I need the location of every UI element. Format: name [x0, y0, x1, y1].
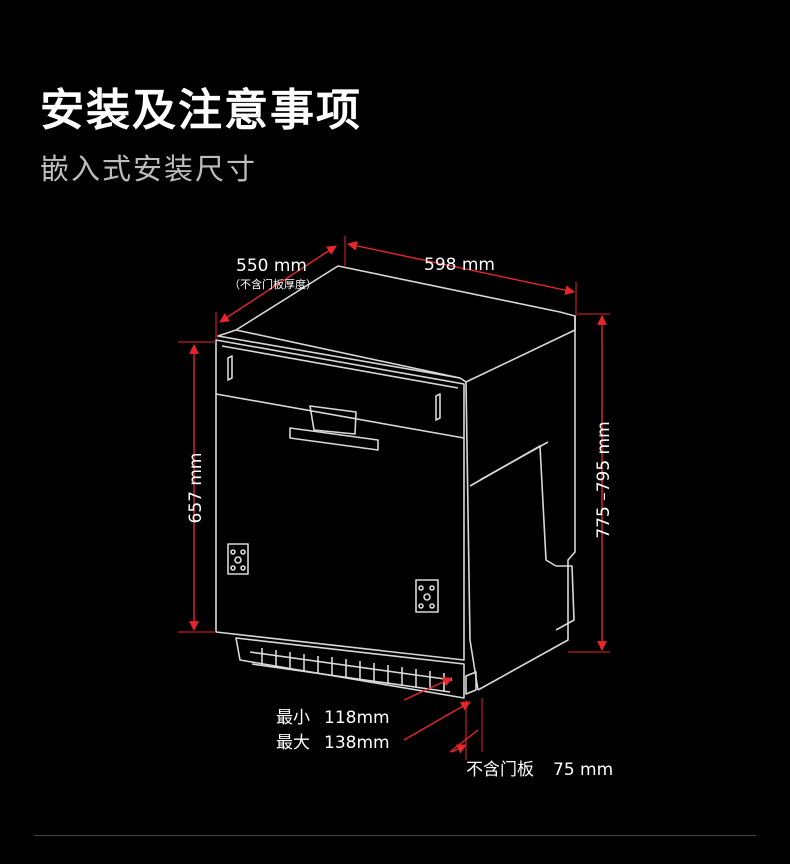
width-label: 598 mm [424, 255, 495, 275]
min-value: 118mm [324, 708, 390, 728]
dishwasher-outline [215, 265, 576, 699]
no-panel-label: 不含门板 [466, 760, 534, 780]
kick-min-line [403, 677, 453, 701]
kick-max-line [403, 701, 471, 741]
dimension-lines [178, 236, 610, 760]
right-bracket [415, 579, 439, 613]
width-dimension-line [347, 241, 575, 295]
door-panel [215, 339, 465, 661]
max-value: 138mm [324, 733, 390, 753]
door-height-label: 657 mm [186, 453, 206, 524]
bottom-divider [34, 835, 756, 836]
left-bracket [227, 543, 249, 575]
page-title: 安装及注意事项 [40, 85, 362, 136]
depth-note: （不含门板厚度） [229, 277, 317, 291]
no-panel-value: 75 mm [553, 760, 613, 780]
max-label: 最大 [276, 733, 310, 753]
page-subtitle: 嵌入式安装尺寸 [40, 152, 258, 186]
min-label: 最小 [276, 708, 310, 728]
total-height-label: 775 –795 mm [594, 421, 614, 538]
no-panel-dimension-line [449, 729, 479, 753]
kick-plate [235, 637, 465, 699]
door-handle [309, 405, 357, 435]
depth-dimension-line [219, 245, 337, 323]
depth-label: 550 mm [236, 256, 307, 276]
